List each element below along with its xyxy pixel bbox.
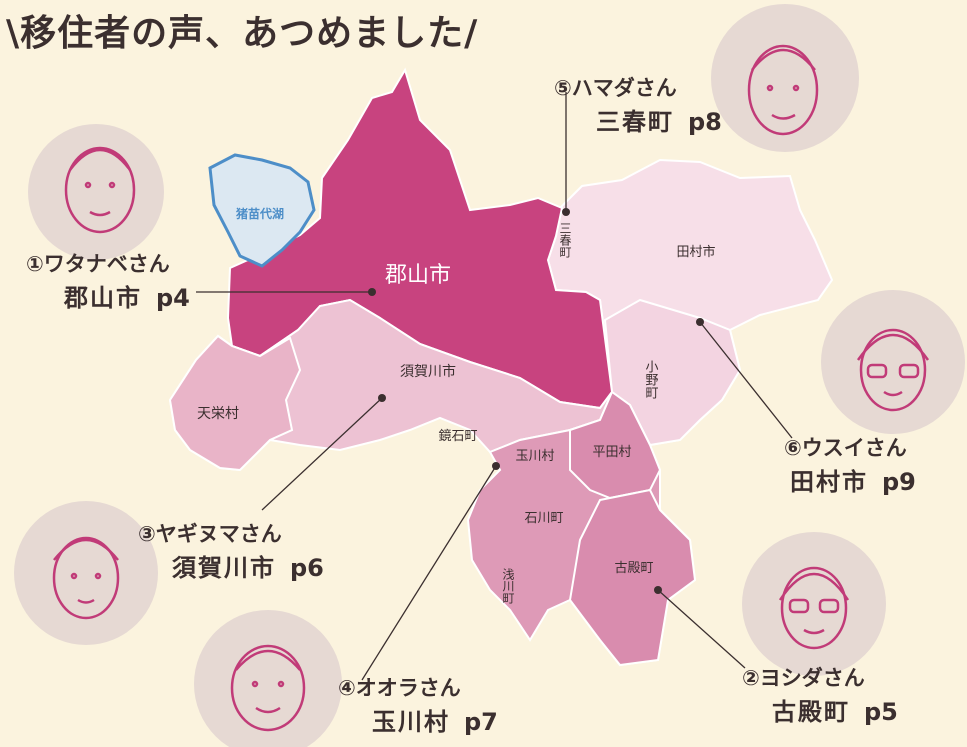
label-hirata: 平田村 (592, 445, 631, 460)
callout-page: p6 (290, 554, 324, 582)
label-miharu: 三春町 (558, 222, 572, 258)
lake-inawashiro (208, 153, 316, 268)
portrait-bg-yaginuma (14, 501, 158, 645)
callout-page: p4 (156, 284, 190, 312)
region-hirata (569, 390, 662, 500)
face-usui (856, 328, 930, 412)
leader-lines (196, 92, 793, 681)
face-yaginuma (52, 536, 120, 620)
leader-dots (368, 208, 704, 594)
label-ishikawa: 石川町 (524, 511, 563, 526)
label-tamakawa: 玉川村 (515, 449, 554, 464)
callout-name: ③ヤギヌマさん (138, 522, 282, 546)
callout-name: ④オオラさん (338, 676, 461, 700)
portrait-bg-watanabe (28, 124, 164, 260)
face-oora (230, 644, 306, 732)
callout-page: p5 (864, 698, 898, 726)
leader-yoshida (657, 589, 746, 669)
callout-page: p7 (464, 708, 498, 736)
face-watanabe (64, 146, 136, 234)
portrait-bg-hamada (711, 4, 859, 152)
label-kagamiishi: 鏡石町 (438, 429, 477, 444)
callout-page: p9 (882, 468, 916, 496)
portrait-bg-usui (821, 290, 965, 434)
svg-text:小野町: 小野町 (643, 360, 659, 399)
label-tenei: 天栄村 (197, 406, 239, 422)
portrait-bg-oora (194, 610, 342, 747)
portrait-faces (52, 44, 930, 732)
leader-oora (361, 465, 497, 681)
label-asakawa: 浅川町 (501, 568, 515, 604)
label-furudono: 古殿町 (614, 561, 653, 576)
label-lake: 猪苗代湖 (235, 206, 284, 221)
callout-page: p8 (688, 108, 722, 136)
callout-name: ②ヨシダさん (742, 666, 865, 690)
label-ono: 小野町 (643, 360, 659, 399)
region-furudono (568, 488, 697, 667)
callout-name: ⑥ウスイさん (784, 436, 907, 460)
face-yoshida (778, 566, 850, 650)
region-tenei (168, 334, 302, 472)
svg-text:浅川町: 浅川町 (501, 568, 515, 604)
label-sukagawa: 須賀川市 (400, 363, 456, 380)
callout-name: ⑤ハマダさん (554, 76, 677, 100)
label-koriyama: 郡山市 (385, 263, 451, 288)
leader-usui (699, 321, 793, 439)
face-hamada (747, 44, 819, 136)
callout-name: ①ワタナベさん (26, 252, 170, 276)
svg-text:三春町: 三春町 (558, 222, 572, 258)
label-tamura: 田村市 (676, 244, 715, 260)
page-title: \移住者の声、あつめました/ (6, 13, 479, 54)
leader-yaginuma (261, 397, 383, 511)
portrait-bg-yoshida (742, 532, 886, 676)
